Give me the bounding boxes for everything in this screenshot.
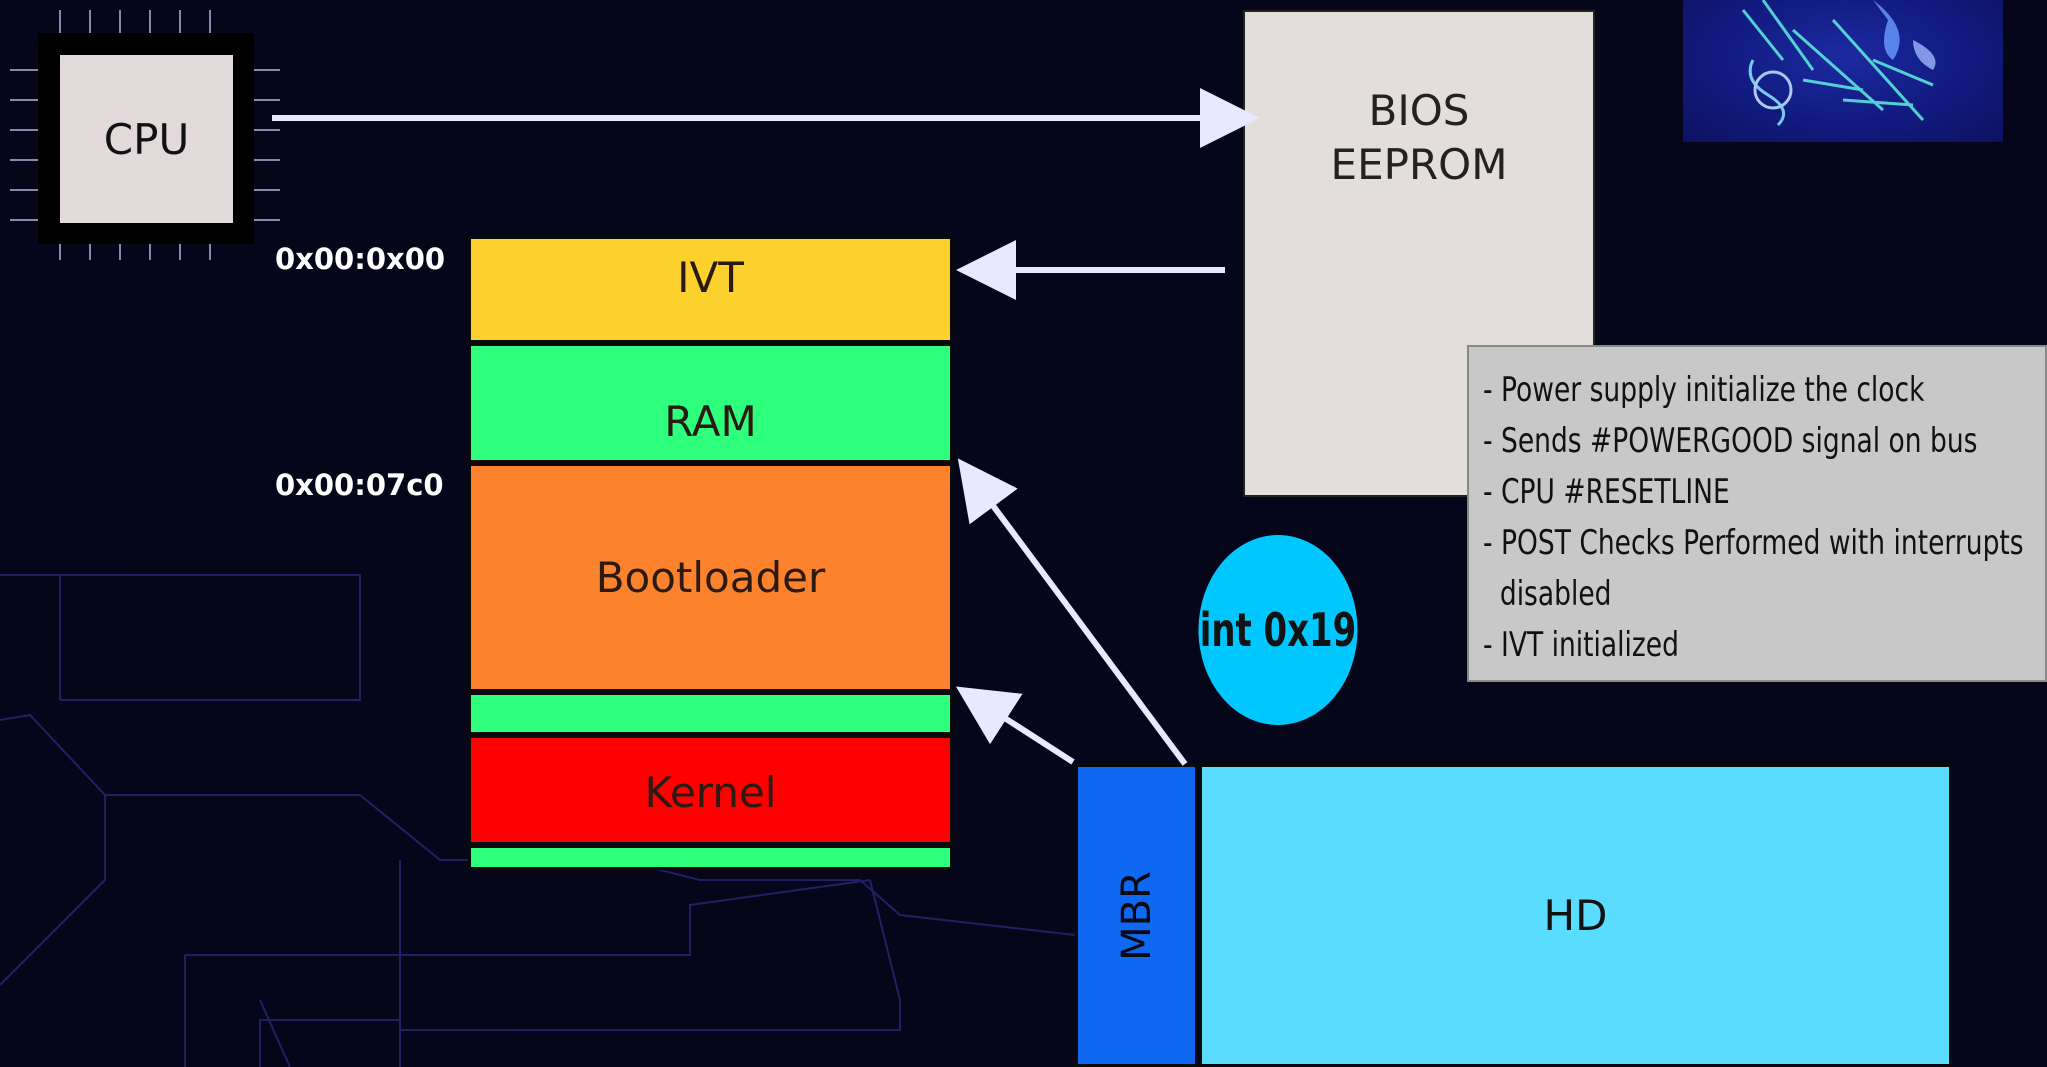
memory-kernel: Kernel xyxy=(468,735,953,845)
memory-ram: RAM xyxy=(468,343,953,463)
disk-hd: HD xyxy=(1199,764,1952,1067)
memory-free-2 xyxy=(468,845,953,870)
interrupt-badge: int 0x19 xyxy=(1198,535,1358,725)
cyber-hand-logo-icon xyxy=(1683,0,2003,142)
boot-steps-notes: - Power supply initialize the clock - Se… xyxy=(1467,345,2047,682)
memory-ivt: IVT xyxy=(468,236,953,343)
note-line: disabled xyxy=(1483,574,1612,614)
address-ivt: 0x00:0x00 xyxy=(275,242,446,276)
note-line: - Sends #POWERGOOD signal on bus xyxy=(1483,421,1978,461)
eeprom-label: EEPROM xyxy=(1330,140,1508,189)
memory-free-1 xyxy=(468,692,953,735)
memory-bootloader: Bootloader xyxy=(468,463,953,692)
address-bootloader: 0x00:07c0 xyxy=(275,468,444,502)
disk-mbr: MBR xyxy=(1075,764,1198,1067)
bios-label: BIOS xyxy=(1368,86,1470,135)
note-line: - Power supply initialize the clock xyxy=(1483,370,1925,410)
arrow-mbr-to-bootloader xyxy=(955,686,1075,765)
note-line: - IVT initialized xyxy=(1483,625,1679,665)
note-line: - CPU #RESETLINE xyxy=(1483,472,1730,512)
cpu-chip-icon xyxy=(0,0,290,265)
logo-artwork xyxy=(1741,0,1936,127)
cpu-pins xyxy=(10,10,280,265)
cpu-label: CPU xyxy=(60,55,233,223)
arrow-mbr-to-ram xyxy=(957,458,1188,766)
